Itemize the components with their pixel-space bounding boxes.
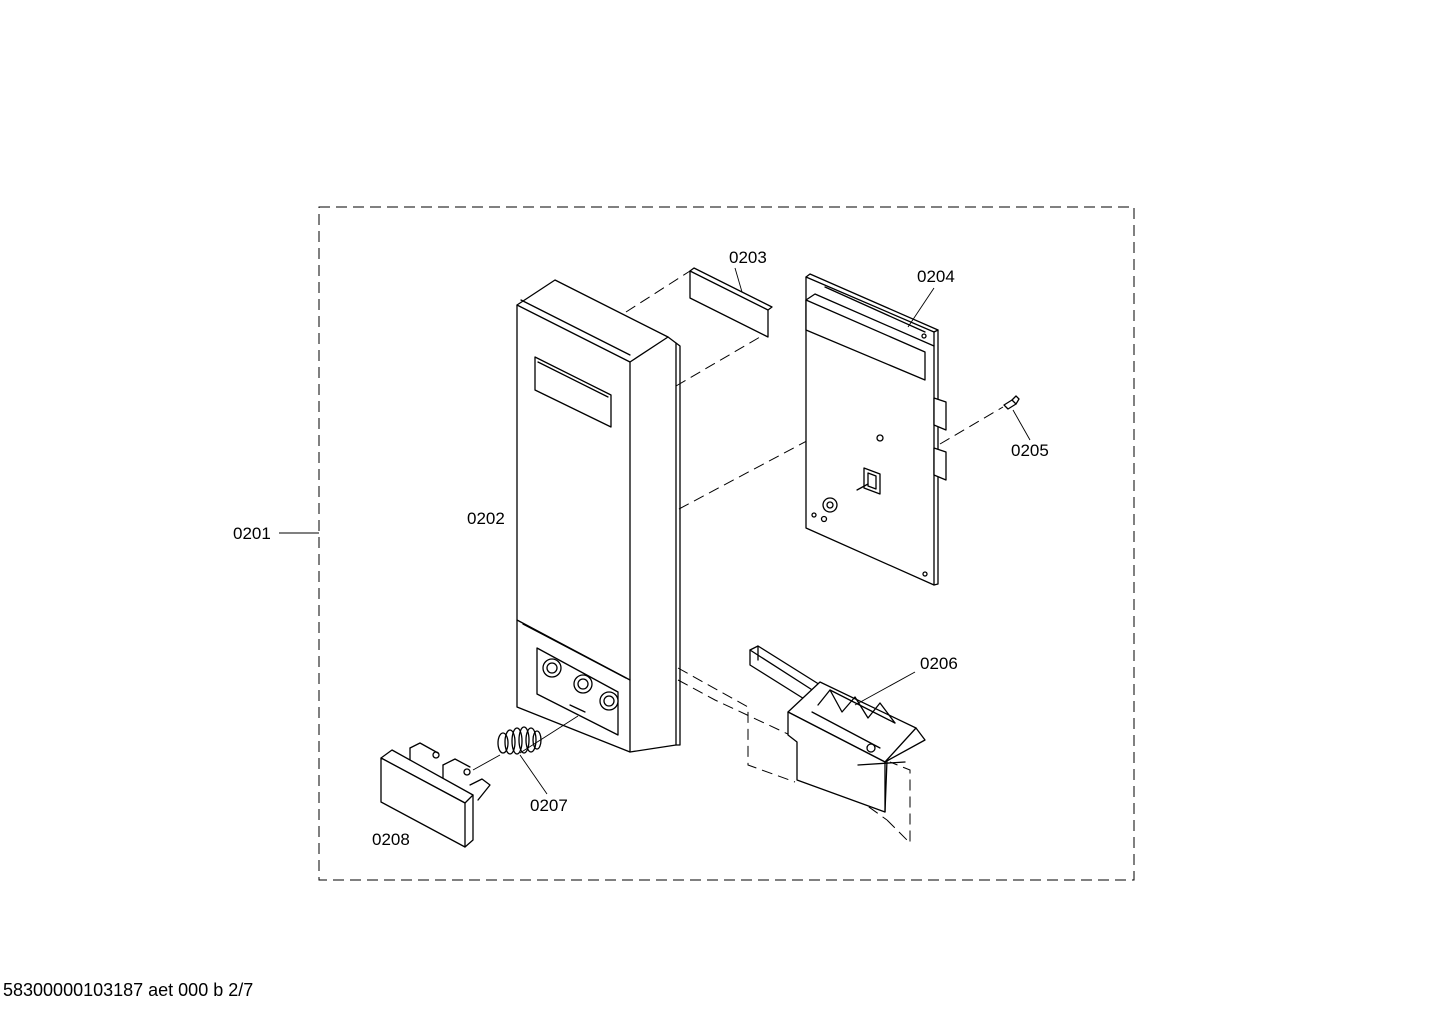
door-latch <box>749 645 926 813</box>
circuit-board <box>805 273 947 586</box>
screw <box>1003 395 1020 410</box>
callout-0206: 0206 <box>920 654 958 673</box>
spring <box>497 726 542 755</box>
callout-0205: 0205 <box>1011 441 1049 460</box>
push-button <box>380 742 491 848</box>
callout-0203: 0203 <box>729 248 767 267</box>
callout-0204: 0204 <box>917 267 955 286</box>
callout-0202: 0202 <box>467 509 505 528</box>
control-panel-front <box>516 279 681 753</box>
callout-0208: 0208 <box>372 830 410 849</box>
callout-0207: 0207 <box>530 796 568 815</box>
drawing-code: 58300000103187 aet 000 b 2/7 <box>3 980 254 1000</box>
leader-lines <box>279 267 1031 795</box>
display-window <box>689 267 773 338</box>
assembly-boundary <box>318 206 1135 881</box>
callout-0201: 0201 <box>233 524 271 543</box>
